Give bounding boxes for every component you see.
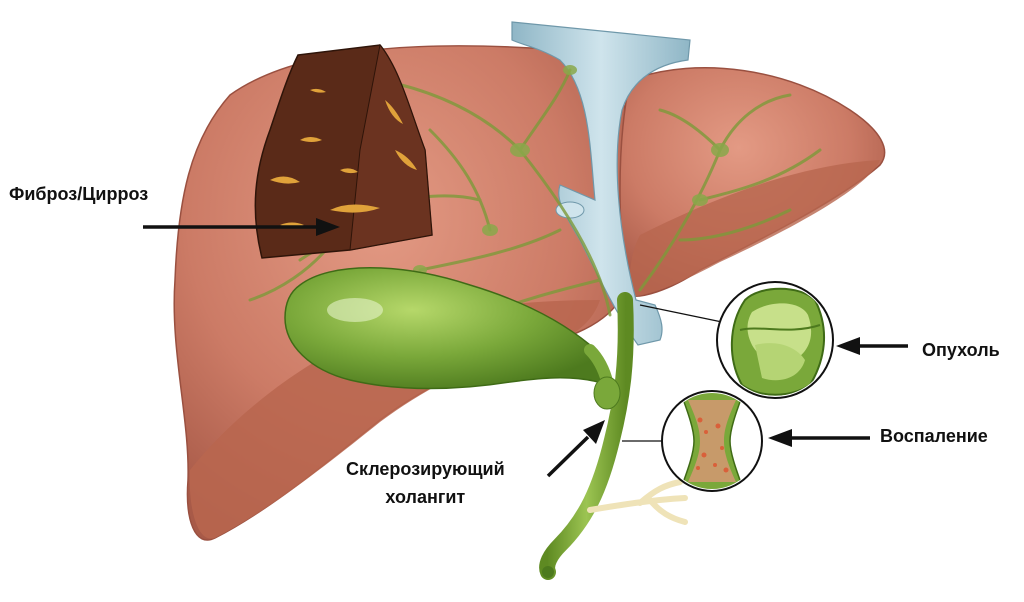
gallbladder [284, 267, 605, 390]
tumor-connector [639, 304, 723, 323]
sclerosing-cholangitis-label-line1: Склерозирующий [346, 459, 505, 479]
duct-nodules [413, 65, 729, 275]
arrow-psc [546, 420, 605, 478]
inflammation-label: Воспаление [880, 426, 988, 446]
arrow-inflammation [768, 429, 870, 447]
common-bile-duct [539, 292, 634, 580]
cirrhosis-face [349, 43, 433, 251]
arrow-tumor [836, 337, 908, 355]
sclerosing-cholangitis-label-line2: холангит [385, 487, 466, 507]
duct-end [542, 566, 554, 578]
fibrosis-streaks [270, 88, 417, 227]
inflammation-magnified-view [661, 390, 763, 492]
gallbladder-highlight [327, 298, 383, 322]
duct-bulge [593, 376, 621, 410]
fibrosis-label: Фиброз/Цирроз [9, 184, 149, 204]
tumor-label: Опухоль [922, 340, 1000, 360]
sclerosing-cholangitis-label: Склерозирующий холангит [346, 455, 505, 511]
pancreatic-duct [587, 479, 688, 525]
tumor-magnified-view [716, 281, 834, 399]
liver-underside [189, 300, 601, 539]
arrow-fibrosis [143, 218, 340, 236]
liver-left-lobe-underside [629, 160, 880, 297]
